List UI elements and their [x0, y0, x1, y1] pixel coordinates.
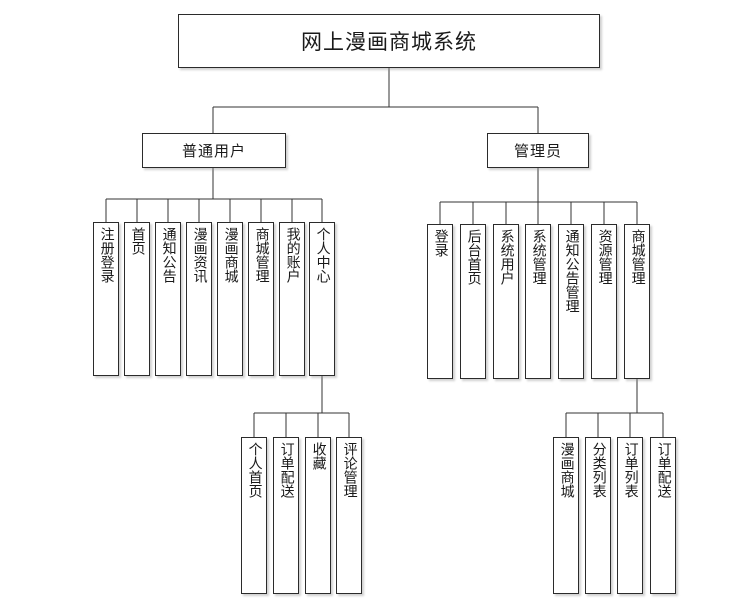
leaf-order-list-label: 订单列表	[622, 442, 638, 498]
leaf-mall-management: 商城管理	[248, 222, 274, 376]
leaf-favorites-label: 收藏	[310, 442, 326, 470]
leaf-admin-order-delivery: 订单配送	[650, 437, 676, 594]
leaf-notice-announcement: 通知公告	[155, 222, 181, 376]
leaf-login: 登录	[427, 224, 453, 379]
branch-node-normal-user-label: 普通用户	[181, 144, 246, 160]
branch-node-administrator-label: 管理员	[513, 144, 562, 160]
leaf-personal-center-label: 个人中心	[314, 227, 330, 283]
leaf-backend-home-label: 后台首页	[465, 229, 481, 285]
root-node-label: 网上漫画商城系统	[301, 30, 477, 54]
leaf-system-user: 系统用户	[493, 224, 519, 379]
leaf-system-management-label: 系统管理	[530, 229, 546, 285]
leaf-notice-announcement-management-label: 通知公告管理	[563, 229, 579, 313]
leaf-system-user-label: 系统用户	[498, 229, 514, 285]
leaf-admin-mall-management: 商城管理	[624, 224, 650, 379]
leaf-category-list: 分类列表	[585, 437, 611, 594]
branch-node-normal-user: 普通用户	[142, 133, 286, 168]
leaf-admin-mall-management-label: 商城管理	[629, 229, 645, 285]
leaf-register-login-label: 注册登录	[98, 227, 114, 283]
root-node: 网上漫画商城系统	[178, 14, 600, 68]
leaf-home-page: 首页	[124, 222, 150, 376]
branch-node-administrator: 管理员	[487, 133, 589, 168]
leaf-mall-management-label: 商城管理	[253, 227, 269, 283]
leaf-order-delivery: 订单配送	[273, 437, 299, 594]
leaf-personal-home-label: 个人首页	[246, 442, 262, 498]
leaf-resource-management-label: 资源管理	[596, 229, 612, 285]
leaf-comic-mall: 漫画商城	[217, 222, 243, 376]
leaf-resource-management: 资源管理	[591, 224, 617, 379]
leaf-notice-announcement-management: 通知公告管理	[558, 224, 584, 379]
leaf-comment-management: 评论管理	[336, 437, 362, 594]
leaf-my-account: 我的账户	[279, 222, 305, 376]
leaf-order-list: 订单列表	[617, 437, 643, 594]
leaf-my-account-label: 我的账户	[284, 227, 300, 283]
leaf-register-login: 注册登录	[93, 222, 119, 376]
leaf-admin-comic-mall-label: 漫画商城	[558, 442, 574, 498]
leaf-admin-order-delivery-label: 订单配送	[655, 442, 671, 498]
leaf-favorites: 收藏	[305, 437, 331, 594]
leaf-system-management: 系统管理	[525, 224, 551, 379]
leaf-backend-home: 后台首页	[460, 224, 486, 379]
leaf-comment-management-label: 评论管理	[341, 442, 357, 498]
leaf-category-list-label: 分类列表	[590, 442, 606, 498]
leaf-comic-mall-label: 漫画商城	[222, 227, 238, 283]
leaf-login-label: 登录	[432, 229, 448, 257]
leaf-order-delivery-label: 订单配送	[278, 442, 294, 498]
leaf-comic-news-label: 漫画资讯	[191, 227, 207, 283]
leaf-admin-comic-mall: 漫画商城	[553, 437, 579, 594]
leaf-home-page-label: 首页	[129, 227, 145, 255]
leaf-comic-news: 漫画资讯	[186, 222, 212, 376]
leaf-personal-home: 个人首页	[241, 437, 267, 594]
leaf-personal-center: 个人中心	[309, 222, 335, 376]
leaf-notice-announcement-label: 通知公告	[160, 227, 176, 283]
